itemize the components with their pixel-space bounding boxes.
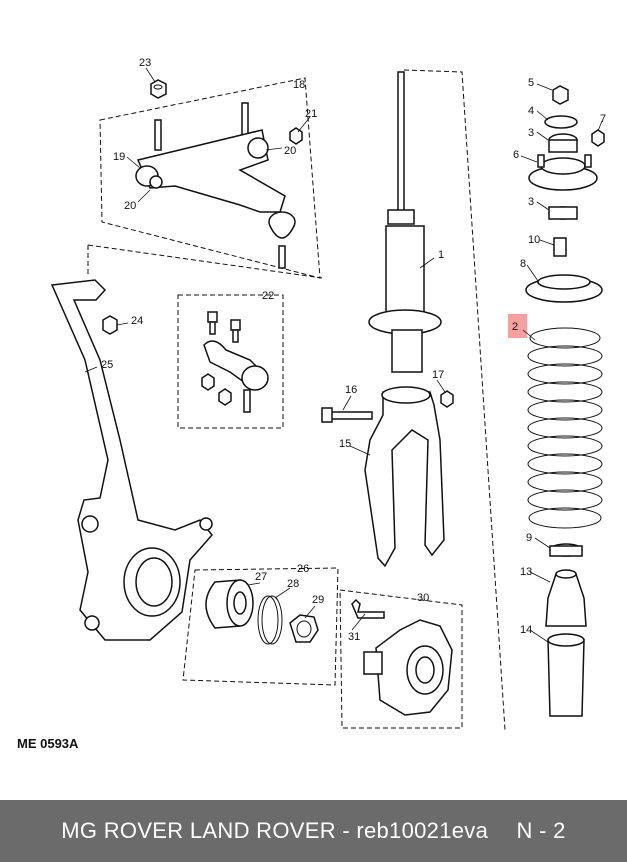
leader-lines bbox=[84, 67, 603, 643]
callout-20-left: 20 bbox=[124, 200, 136, 212]
callout-3-lower: 3 bbox=[528, 196, 534, 208]
top-mount-stack bbox=[525, 85, 605, 303]
fork-15 bbox=[321, 386, 454, 568]
diagram-ref-code: ME 0593A bbox=[17, 736, 79, 751]
nut-23 bbox=[150, 79, 167, 99]
bearing-group-26 bbox=[182, 567, 339, 686]
callout-19: 19 bbox=[113, 151, 125, 163]
callout-highlight bbox=[508, 314, 527, 338]
upper-arm-group bbox=[99, 77, 321, 279]
callout-23: 23 bbox=[139, 57, 151, 69]
callout-14: 14 bbox=[520, 624, 532, 636]
callout-3-upper: 3 bbox=[528, 127, 534, 139]
footer-bar: MG ROVER LAND ROVER - reb10021eva N - 2 bbox=[0, 800, 627, 862]
shock-absorber-1 bbox=[368, 69, 506, 731]
lower-balljoint-group bbox=[177, 294, 284, 429]
callout-16: 16 bbox=[345, 384, 357, 396]
callout-30: 30 bbox=[417, 592, 429, 604]
callout-9: 9 bbox=[526, 532, 532, 544]
callout-labels: 1 2 3 3 4 5 6 7 8 9 10 13 14 15 16 17 18… bbox=[101, 57, 606, 643]
callout-21: 21 bbox=[305, 108, 317, 120]
footer-page-number: N - 2 bbox=[516, 818, 566, 843]
callout-24: 24 bbox=[131, 315, 143, 327]
callout-17: 17 bbox=[432, 369, 444, 381]
callout-2: 2 bbox=[512, 321, 518, 333]
callout-15: 15 bbox=[339, 438, 351, 450]
hub-group-30 bbox=[339, 589, 463, 729]
callout-7: 7 bbox=[600, 113, 606, 125]
callout-29: 29 bbox=[312, 594, 324, 606]
callout-5: 5 bbox=[528, 77, 534, 89]
callout-18: 18 bbox=[293, 79, 305, 91]
callout-13: 13 bbox=[520, 566, 532, 578]
callout-28: 28 bbox=[287, 578, 299, 590]
callout-6: 6 bbox=[513, 149, 519, 161]
coil-spring-2 bbox=[527, 327, 603, 529]
exploded-parts-diagram: 1 2 3 3 4 5 6 7 8 9 10 13 14 15 16 17 18… bbox=[17, 57, 606, 751]
callout-26: 26 bbox=[297, 563, 309, 575]
footer-source-text: MG ROVER LAND ROVER - reb10021eva bbox=[61, 818, 489, 843]
callout-10: 10 bbox=[528, 234, 540, 246]
footer-caption: MG ROVER LAND ROVER - reb10021eva N - 2 bbox=[61, 818, 565, 844]
knuckle-25 bbox=[50, 244, 323, 641]
callout-31: 31 bbox=[348, 631, 360, 643]
callout-8: 8 bbox=[520, 258, 526, 270]
callout-4: 4 bbox=[528, 105, 534, 117]
callout-20-right: 20 bbox=[284, 145, 296, 157]
callout-1: 1 bbox=[438, 249, 444, 261]
callout-27: 27 bbox=[255, 571, 267, 583]
callout-22: 22 bbox=[262, 290, 274, 302]
bump-stop-stack bbox=[545, 543, 587, 717]
callout-25: 25 bbox=[101, 359, 113, 371]
